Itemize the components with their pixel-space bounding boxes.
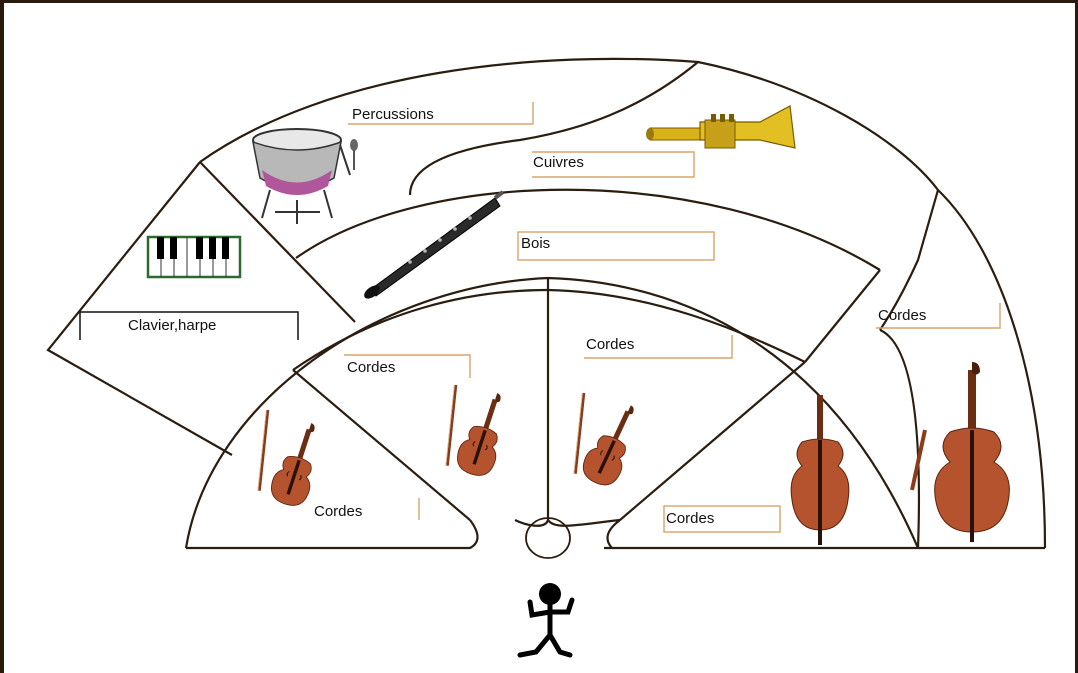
svg-text:Cuivres: Cuivres: [533, 154, 584, 171]
label-cordes-2: Cordes: [584, 335, 732, 358]
label-cordes-4: Cordes: [314, 498, 419, 520]
orchestra-outline: [48, 59, 1045, 548]
violin-icon-2: [446, 385, 515, 480]
keyboard-icon: [148, 237, 240, 277]
label-cuivres: Cuivres: [532, 152, 694, 177]
conductor-figure: [520, 583, 572, 655]
svg-text:Cordes: Cordes: [314, 503, 362, 520]
svg-text:Cordes: Cordes: [586, 336, 634, 353]
svg-text:Cordes: Cordes: [666, 510, 714, 527]
trumpet-icon: [646, 106, 795, 148]
clarinet-icon: [362, 192, 503, 301]
label-cordes-3: Cordes: [876, 303, 1000, 328]
label-cordes-1: Cordes: [344, 355, 470, 378]
svg-text:Bois: Bois: [521, 235, 550, 252]
svg-text:Percussions: Percussions: [352, 106, 434, 123]
violin-icon-3: [574, 393, 648, 490]
label-bois: Bois: [518, 232, 714, 260]
label-clavier: Clavier,harpe: [80, 312, 298, 340]
double-bass-icon: [912, 362, 1009, 542]
conductor-podium: [526, 518, 570, 558]
violin-icon-1: [258, 410, 329, 510]
svg-text:Clavier,harpe: Clavier,harpe: [128, 317, 216, 334]
timpani-icon: [253, 129, 358, 224]
svg-text:Cordes: Cordes: [878, 307, 926, 324]
svg-text:Cordes: Cordes: [347, 359, 395, 376]
label-cordes-5: Cordes: [664, 506, 780, 532]
label-percussions: Percussions: [348, 102, 533, 124]
